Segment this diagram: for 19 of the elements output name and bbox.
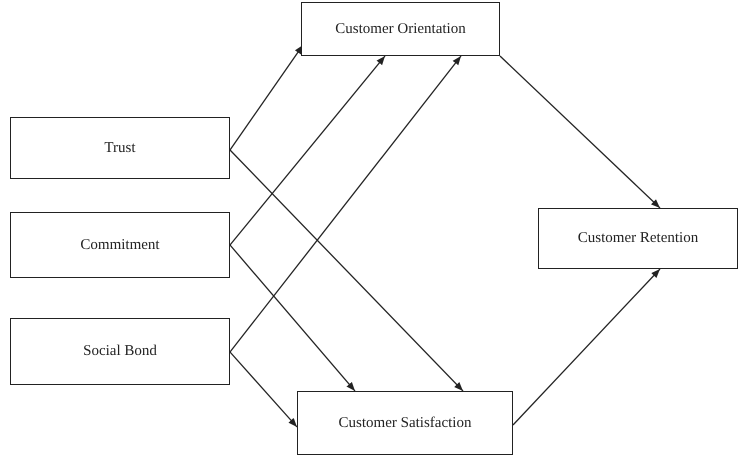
arrow bbox=[230, 352, 298, 428]
arrow bbox=[512, 268, 660, 426]
construct-box bbox=[10, 212, 230, 278]
node-label: Commitment bbox=[80, 236, 160, 254]
arrow bbox=[229, 56, 462, 352]
construct-box bbox=[10, 117, 230, 179]
arrow bbox=[230, 150, 464, 392]
node-label: Customer Retention bbox=[578, 230, 698, 247]
arrow bbox=[230, 56, 386, 246]
construct-box bbox=[301, 2, 500, 56]
construct-box bbox=[10, 318, 230, 385]
node-label: Social Bond bbox=[83, 343, 157, 360]
node-label: Trust bbox=[104, 140, 136, 156]
construct-box bbox=[297, 391, 513, 455]
node-label: Customer Orientation bbox=[335, 20, 466, 38]
arrow bbox=[500, 56, 660, 208]
node-label: Customer Satisfaction bbox=[338, 414, 472, 432]
construct-box bbox=[538, 208, 738, 269]
arrow bbox=[230, 244, 356, 392]
